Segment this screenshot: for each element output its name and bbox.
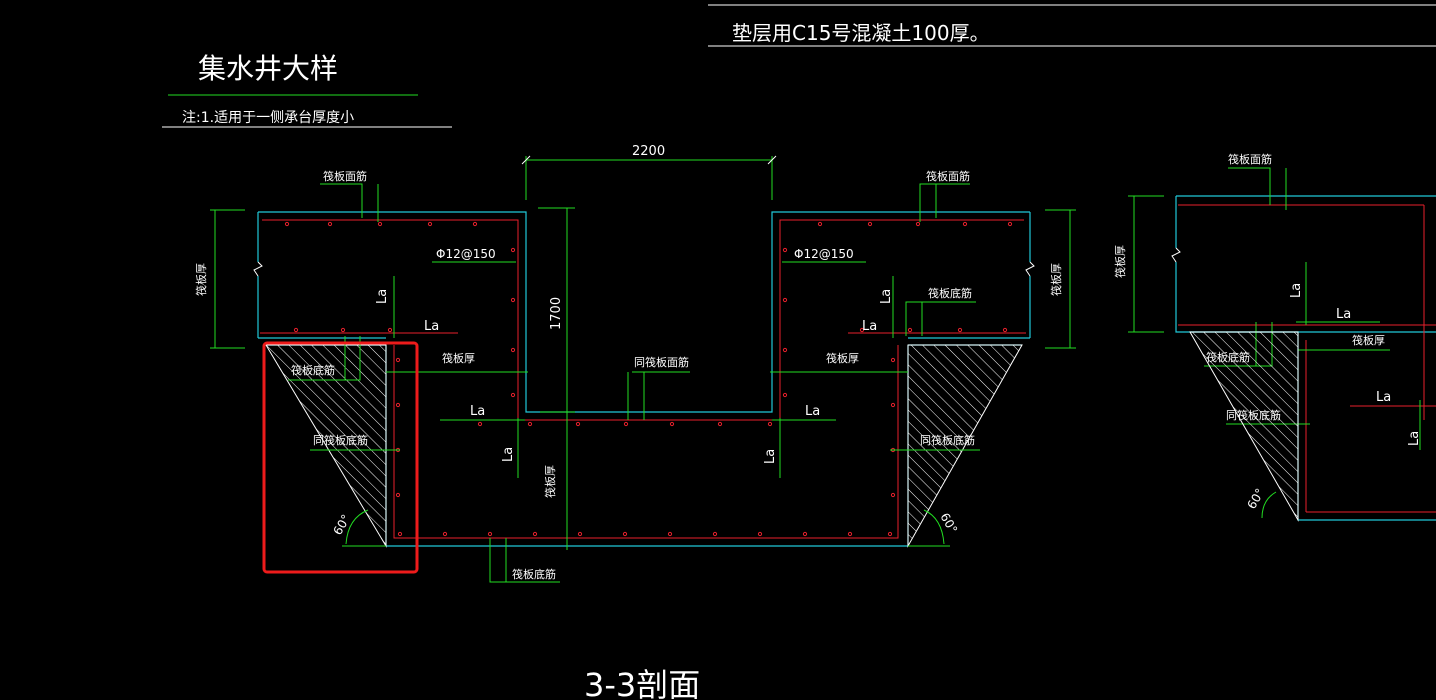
label-la-lower-right: La	[763, 449, 778, 464]
label-raft-top-rebar-right: 筏板面筋	[926, 169, 970, 183]
highlight-box	[262, 341, 419, 574]
label-raft-top-rebar-left: 筏板面筋	[323, 169, 367, 183]
dim-raft-thickness-left	[210, 209, 245, 349]
break-mark-left	[253, 261, 263, 277]
label-la-mid-right: La	[805, 404, 820, 419]
partial-label-raft-thickness-mid: 筏板厚	[1352, 333, 1385, 347]
label-raft-thickness-mid-left: 筏板厚	[442, 351, 475, 365]
partial-label-la-vert: La	[1289, 283, 1304, 298]
label-angle-right: 60°	[937, 511, 960, 536]
label-la-mid-left: La	[470, 404, 485, 419]
dim-pit-depth-text: 1700	[549, 297, 564, 330]
rebar-dots	[284, 221, 1013, 537]
label-raft-bottom-rebar-center: 筏板底筋	[512, 567, 556, 581]
label-la-lower-left: La	[501, 447, 516, 462]
raft-thickness-right: 筏板厚	[1049, 263, 1063, 296]
leader-top-rebar-right	[919, 183, 970, 222]
label-la-left-vert: La	[375, 289, 390, 304]
label-same-bottom-rebar-left: 同筏板底筋	[313, 433, 368, 447]
leader-bottom-rebar-right	[905, 301, 976, 336]
angle-arc-left	[345, 509, 369, 545]
leader-same-top-rebar	[627, 371, 690, 420]
hatched-slope-left	[265, 344, 387, 548]
label-same-top-rebar: 同筏板面筋	[634, 355, 689, 369]
drawing-note: 注:1.适用于一侧承台厚度小	[182, 110, 354, 126]
label-raft-bottom-rebar-right: 筏板底筋	[928, 286, 972, 300]
label-raft-thickness-mid-right: 筏板厚	[826, 351, 859, 365]
partial-label-la-mid: La	[1376, 390, 1391, 405]
label-la-right-horiz: La	[862, 319, 877, 334]
label-raft-bottom-rebar-left: 筏板底筋	[291, 363, 335, 377]
dim-top-width-text: 2200	[632, 144, 665, 159]
drawing-title: 集水井大样	[198, 52, 338, 85]
label-angle-left: 60°	[330, 512, 353, 537]
section-label: 3-3剖面	[584, 666, 700, 700]
label-same-bottom-rebar-right: 同筏板底筋	[920, 433, 975, 447]
dim-pit-depth	[538, 207, 575, 550]
label-la-right-vert: La	[879, 289, 894, 304]
label-la-left-horiz: La	[424, 319, 439, 334]
partial-label-same-bottom: 同筏板底筋	[1226, 408, 1281, 422]
raft-thickness-center: 筏板厚	[543, 465, 557, 498]
partial-label-bottom-rebar: 筏板底筋	[1206, 350, 1250, 364]
break-mark-right	[1025, 261, 1035, 277]
leader-top-rebar-left	[320, 183, 379, 222]
hatched-slope-partial	[1189, 331, 1299, 522]
dim-raft-thickness-right	[1045, 209, 1076, 349]
leader-bottom-rebar-center	[489, 538, 560, 583]
cushion-note: 垫层用C15号混凝土100厚。	[732, 21, 990, 45]
partial-label-la-lower: La	[1407, 431, 1422, 446]
label-rebar-spec-right: Φ12@150	[794, 247, 854, 261]
angle-arc-right	[923, 509, 945, 545]
partial-label-raft-thickness: 筏板厚	[1113, 245, 1127, 278]
label-rebar-spec-left: Φ12@150	[436, 247, 496, 261]
partial-label-la-horiz: La	[1336, 307, 1351, 322]
partial-label-top-rebar: 筏板面筋	[1228, 152, 1272, 166]
hatched-slope-right	[907, 344, 1023, 548]
dim-top-width	[521, 155, 777, 200]
raft-thickness-left: 筏板厚	[194, 263, 208, 296]
